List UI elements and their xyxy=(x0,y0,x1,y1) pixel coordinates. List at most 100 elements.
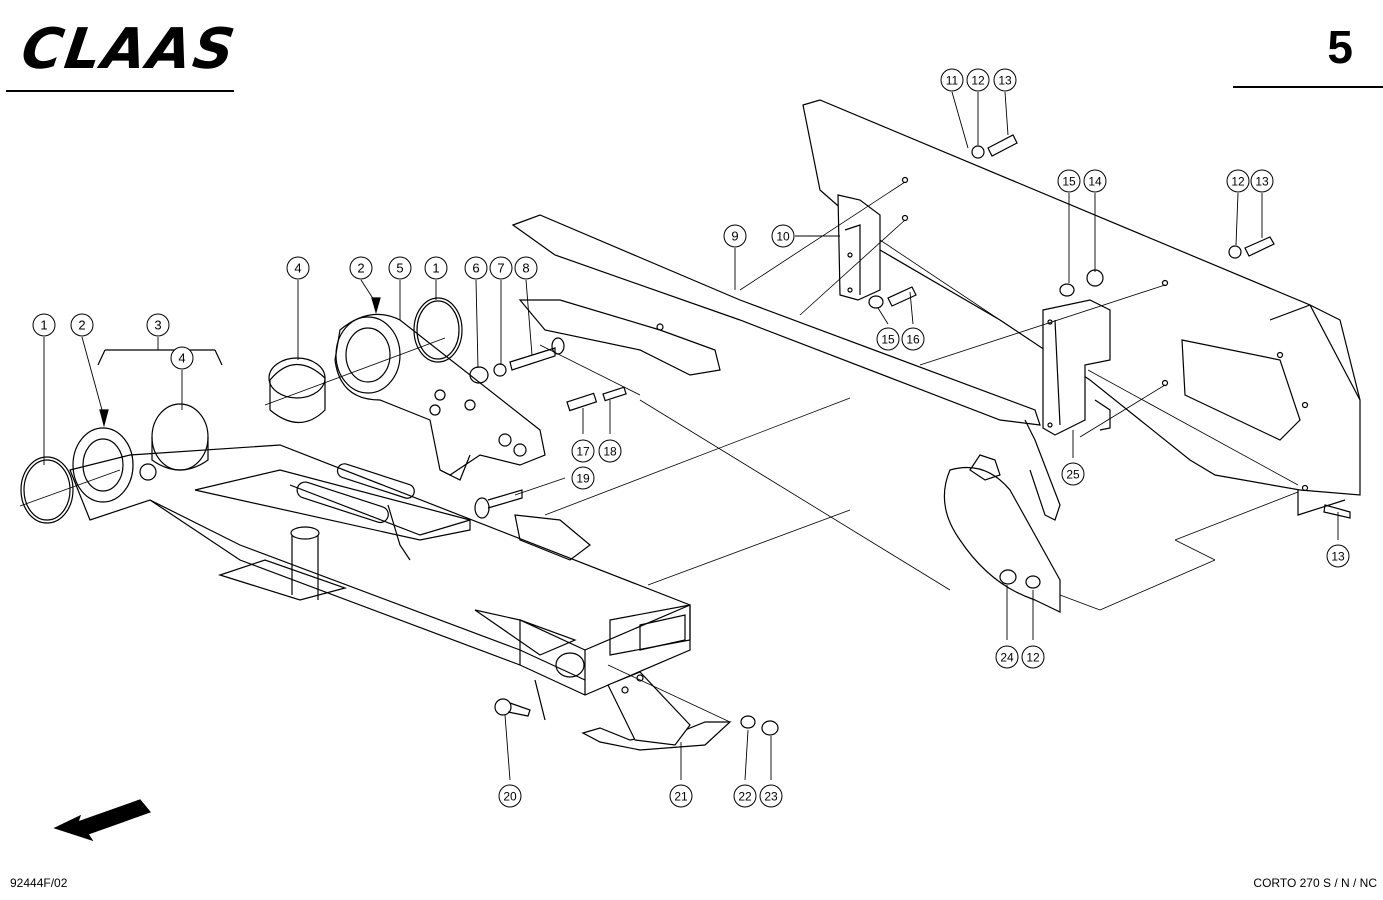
callout-label: 12 xyxy=(971,74,985,88)
callout-22: 22 xyxy=(733,784,757,808)
seal-ring-1-upper xyxy=(413,297,463,363)
tie-bar xyxy=(511,214,1061,561)
callout-circle xyxy=(598,439,622,463)
callout-label: 23 xyxy=(764,790,778,804)
callout-circle xyxy=(901,327,925,351)
assembly-lines xyxy=(544,181,1299,723)
callout-1: 1 xyxy=(32,313,56,337)
small-hardware xyxy=(469,337,641,519)
callout-5: 5 xyxy=(388,256,412,280)
callout-label: 1 xyxy=(432,261,439,276)
callout-16: 16 xyxy=(901,327,925,351)
callout-circle xyxy=(32,313,56,337)
callout-circle xyxy=(286,256,310,280)
header-rule-left xyxy=(6,90,234,92)
bearing-eye-housing xyxy=(72,427,134,503)
callout-3: 3 xyxy=(146,313,170,337)
callout-circle xyxy=(489,256,513,280)
page-number: 5 xyxy=(1327,21,1353,73)
callout-13: 13 xyxy=(1326,544,1350,568)
callout-label: 4 xyxy=(294,261,301,276)
callout-circle xyxy=(1250,169,1274,193)
pin-17 xyxy=(566,392,598,412)
callout-circle xyxy=(966,68,990,92)
callout-label: 6 xyxy=(472,261,479,276)
callout-circle xyxy=(571,439,595,463)
callout-4: 4 xyxy=(286,256,310,280)
callout-label: 22 xyxy=(738,790,752,804)
nut-24 xyxy=(999,569,1017,585)
callout-circle xyxy=(571,466,595,490)
callout-4: 4 xyxy=(170,346,194,370)
callout-14: 14 xyxy=(1083,169,1107,193)
callout-13: 13 xyxy=(1250,169,1274,193)
callout-circle xyxy=(771,224,795,248)
callout-circle xyxy=(388,256,412,280)
callout-label: 13 xyxy=(1255,175,1269,189)
bracket-10 xyxy=(837,194,881,301)
callout-circle xyxy=(170,346,194,370)
callout-25: 25 xyxy=(1061,462,1085,486)
callout-label: 16 xyxy=(906,333,920,347)
callout-7: 7 xyxy=(489,256,513,280)
callout-label: 15 xyxy=(1062,175,1076,189)
callout-1: 1 xyxy=(424,256,448,280)
panel-hardware xyxy=(868,134,1351,519)
callout-2: 2 xyxy=(70,313,94,337)
callout-12: 12 xyxy=(966,68,990,92)
callout-label: 21 xyxy=(674,790,688,804)
callout-6: 6 xyxy=(464,256,488,280)
callout-circle xyxy=(514,256,538,280)
washer-7 xyxy=(493,363,507,377)
bolt-8 xyxy=(509,347,556,371)
callout-12: 12 xyxy=(1021,645,1045,669)
callout-circle xyxy=(1061,462,1085,486)
callout-label: 5 xyxy=(396,261,403,276)
callout-8: 8 xyxy=(514,256,538,280)
callout-label: 7 xyxy=(497,261,504,276)
callout-circle xyxy=(995,645,1019,669)
document-id: 92444F/02 xyxy=(10,876,68,890)
callout-circle xyxy=(424,256,448,280)
callout-circle xyxy=(1083,169,1107,193)
callout-circle xyxy=(146,313,170,337)
callout-20: 20 xyxy=(498,784,522,808)
callout-label: 10 xyxy=(776,230,790,244)
callout-label: 2 xyxy=(78,318,85,333)
bolt-20-head xyxy=(494,698,512,716)
callout-12: 12 xyxy=(1226,169,1250,193)
lower-guard xyxy=(494,671,779,751)
callout-label: 3 xyxy=(154,318,161,333)
callout-label: 18 xyxy=(603,445,617,459)
callout-15: 15 xyxy=(876,327,900,351)
washer-22 xyxy=(740,715,756,729)
callout-label: 13 xyxy=(998,74,1012,88)
callout-label: 14 xyxy=(1088,175,1102,189)
callout-leaders xyxy=(43,91,1339,781)
callout-label: 8 xyxy=(522,261,529,276)
callout-9: 9 xyxy=(723,224,747,248)
callout-circle xyxy=(1021,645,1045,669)
header-rule-right xyxy=(1233,86,1383,88)
washer-6 xyxy=(469,366,489,384)
callout-circle xyxy=(759,784,783,808)
nut-23 xyxy=(761,720,779,736)
lower-strap xyxy=(943,454,1061,613)
callout-label: 13 xyxy=(1331,550,1345,564)
callout-circle xyxy=(1226,169,1250,193)
callout-circle xyxy=(940,68,964,92)
callout-18: 18 xyxy=(598,439,622,463)
callout-circle xyxy=(733,784,757,808)
callout-circle xyxy=(723,224,747,248)
callout-label: 25 xyxy=(1066,468,1080,482)
callout-label: 12 xyxy=(1231,175,1245,189)
callout-13: 13 xyxy=(993,68,1017,92)
bearing-assembly-left xyxy=(19,349,223,524)
seal-ring-1 xyxy=(20,456,74,524)
bracket-25 xyxy=(1042,299,1111,436)
callout-15: 15 xyxy=(1057,169,1081,193)
callout-24: 24 xyxy=(995,645,1019,669)
